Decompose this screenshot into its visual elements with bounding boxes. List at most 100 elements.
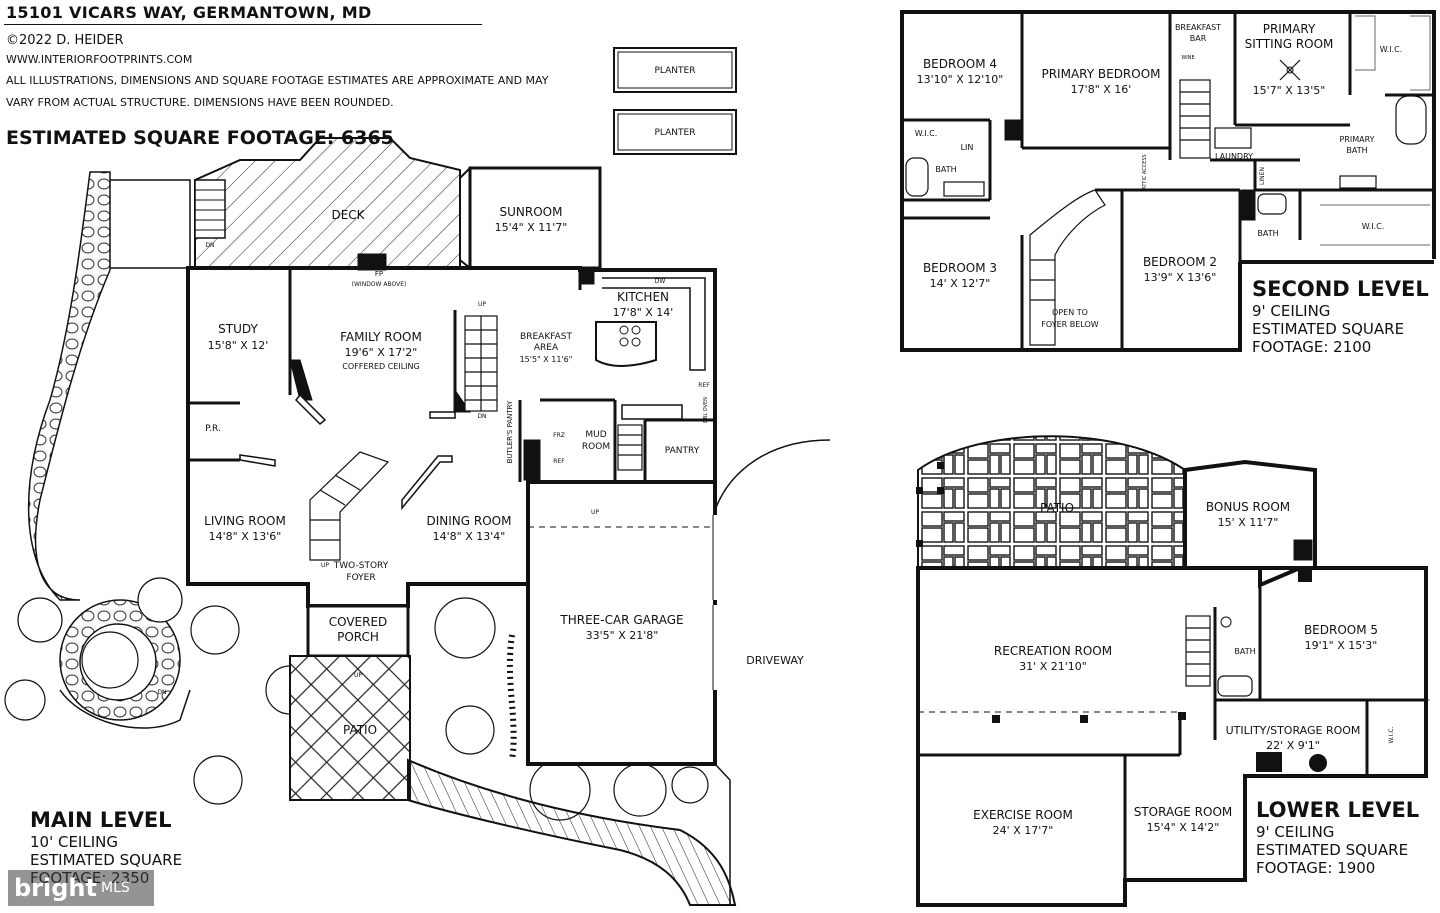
second-level-sqft-1: ESTIMATED SQUARE	[1252, 320, 1405, 339]
bedroom-4-dimensions: 13'10" X 12'10"	[917, 73, 1004, 86]
planter-label: PLANTER	[655, 128, 696, 138]
primary-wic-label: W.I.C.	[1380, 45, 1403, 54]
deck-label: DECK	[331, 208, 365, 222]
lower-level-ceiling: 9' CEILING	[1256, 823, 1335, 842]
main-level-plan	[4, 47, 831, 906]
bedroom-5-label: BEDROOM 5	[1304, 623, 1378, 637]
bright-mls-watermark: bright MLS	[8, 870, 154, 906]
kitchen-dimensions: 17'8" X 14'	[613, 306, 674, 319]
pantry-label: PANTRY	[665, 446, 700, 456]
bedroom-3-dimensions: 14' X 12'7"	[930, 277, 991, 290]
second-level-ceiling: 9' CEILING	[1252, 302, 1331, 321]
primary-bedroom-dimensions: 17'8" X 16'	[1071, 83, 1132, 96]
lower-level-title: LOWER LEVEL	[1256, 798, 1420, 822]
breakfast-area-dimensions: 15'5" X 11'6"	[520, 355, 573, 364]
storage-room-dimensions: 15'4" X 14'2"	[1147, 821, 1220, 834]
window-above-note: (WINDOW ABOVE)	[352, 281, 407, 288]
primary-bath-label-2: BATH	[1346, 146, 1367, 155]
exercise-room-dimensions: 24' X 17'7"	[993, 824, 1054, 837]
sitting-room-label: PRIMARY	[1263, 22, 1316, 36]
linen-label: LINEN	[1259, 167, 1266, 185]
coffered-ceiling-note: COFFERED CEILING	[342, 362, 419, 371]
lower-level-sqft-1: ESTIMATED SQUARE	[1256, 841, 1409, 860]
ref-label: REF	[698, 382, 710, 389]
planter-box	[613, 109, 737, 155]
website-text: WWW.INTERIORFOOTPRINTS.COM	[6, 53, 193, 66]
disclaimer-text: ALL ILLUSTRATIONS, DIMENSIONS AND SQUARE…	[6, 74, 549, 109]
gas-fireplace-label-2: FP	[375, 270, 383, 278]
lower-level-sqft-2: FOOTAGE: 1900	[1256, 859, 1376, 878]
utility-room-dimensions: 22' X 9'1"	[1266, 739, 1320, 752]
exercise-room-label: EXERCISE ROOM	[973, 808, 1073, 822]
sunroom-label: SUNROOM	[500, 205, 563, 219]
bedroom-3-label: BEDROOM 3	[923, 261, 997, 275]
garage-label: THREE-CAR GARAGE	[559, 613, 683, 627]
planter-label: PLANTER	[655, 66, 696, 76]
second-level-legend: SECOND LEVEL 9' CEILING ESTIMATED SQUARE…	[1252, 277, 1429, 356]
primary-bedroom-label: PRIMARY BEDROOM	[1041, 67, 1160, 81]
covered-porch-label-2: PORCH	[337, 630, 379, 644]
breakfast-area-label: BREAKFAST	[520, 332, 572, 342]
breakfast-bar-label: BREAKFAST	[1175, 23, 1221, 32]
laundry-label: LAUNDRY	[1215, 152, 1253, 161]
watermark-suffix: MLS	[100, 880, 130, 896]
open-to-foyer-label: OPEN TO	[1052, 308, 1088, 317]
linen-closet-label: LIN	[961, 143, 974, 152]
bedroom-2-dimensions: 13'9" X 13'6"	[1144, 271, 1217, 284]
double-oven-label: DBL OVEN	[703, 397, 709, 423]
copyright-text: ©2022 D. HEIDER	[6, 33, 124, 48]
sitting-room-label-2: SITTING ROOM	[1245, 37, 1334, 51]
main-level-title: MAIN LEVEL	[30, 808, 172, 832]
bonus-room-dimensions: 15' X 11'7"	[1218, 516, 1279, 529]
second-level-plan	[900, 10, 1440, 701]
lower-bath-label: BATH	[1234, 647, 1255, 656]
storage-room-label: STORAGE ROOM	[1134, 805, 1233, 819]
hall-bath-label: BATH	[935, 165, 956, 174]
living-room-dimensions: 14'8" X 13'6"	[209, 530, 282, 543]
watermark-brand: bright	[14, 874, 97, 902]
deck-stair-down-label: DN	[205, 242, 214, 249]
family-room-dimensions: 19'6" X 17'2"	[345, 346, 418, 359]
breakfast-area-label-2: AREA	[534, 343, 559, 353]
garage-dimensions: 33'5" X 21'8"	[586, 629, 659, 642]
driveway-label: DRIVEWAY	[746, 654, 804, 667]
utility-room-label: UTILITY/STORAGE ROOM	[1226, 724, 1361, 737]
study-label: STUDY	[218, 322, 258, 336]
mud-room-label-2: ROOM	[582, 442, 610, 452]
foyer-label-2: FOYER	[346, 573, 375, 583]
living-room-label: LIVING ROOM	[204, 514, 286, 528]
recreation-room-dimensions: 31' X 21'10"	[1019, 660, 1087, 673]
primary-bath-label: PRIMARY	[1339, 135, 1374, 144]
patio-stair-down-label: DN	[157, 689, 166, 696]
porch-up-label: UP	[354, 672, 362, 679]
recreation-room-label: RECREATION ROOM	[994, 644, 1112, 658]
stair-down-label: DN	[477, 413, 486, 420]
kitchen-label: KITCHEN	[617, 290, 669, 304]
lower-level-legend: LOWER LEVEL 9' CEILING ESTIMATED SQUARE …	[1256, 798, 1419, 877]
stair-up-foyer-label: UP	[321, 562, 329, 569]
second-wic-label: W.I.C.	[1362, 222, 1385, 231]
sunroom-dimensions: 15'4" X 11'7"	[495, 221, 568, 234]
attic-access-label: ATTIC ACCESS	[1142, 154, 1148, 189]
mud-room-label: MUD	[585, 430, 606, 440]
freezer-label: FRZ	[553, 432, 565, 439]
second-bath-label: BATH	[1257, 229, 1278, 238]
bedroom-2-label: BEDROOM 2	[1143, 255, 1217, 269]
breakfast-bar-label-2: BAR	[1190, 34, 1207, 43]
bedroom-4-label: BEDROOM 4	[923, 57, 997, 71]
bed4-wic-label: W.I.C.	[915, 129, 938, 138]
sitting-room-dimensions: 15'7" X 13'5"	[1253, 84, 1326, 97]
wine-label: WINE	[1181, 55, 1194, 61]
stair-up-label: UP	[478, 301, 486, 308]
bedroom-5-dimensions: 19'1" X 15'3"	[1305, 639, 1378, 652]
ref-label-mud: REF	[553, 458, 565, 465]
open-to-foyer-label-2: FOYER BELOW	[1041, 320, 1099, 329]
stair-up-mud-label: UP	[591, 509, 599, 516]
main-level-sqft-1: ESTIMATED SQUARE	[30, 851, 183, 870]
foyer-label: TWO-STORY	[333, 561, 389, 571]
main-level-ceiling: 10' CEILING	[30, 833, 118, 852]
second-level-title: SECOND LEVEL	[1252, 277, 1429, 301]
powder-room-label: P.R.	[205, 424, 221, 434]
bonus-room-label: BONUS ROOM	[1206, 500, 1290, 514]
